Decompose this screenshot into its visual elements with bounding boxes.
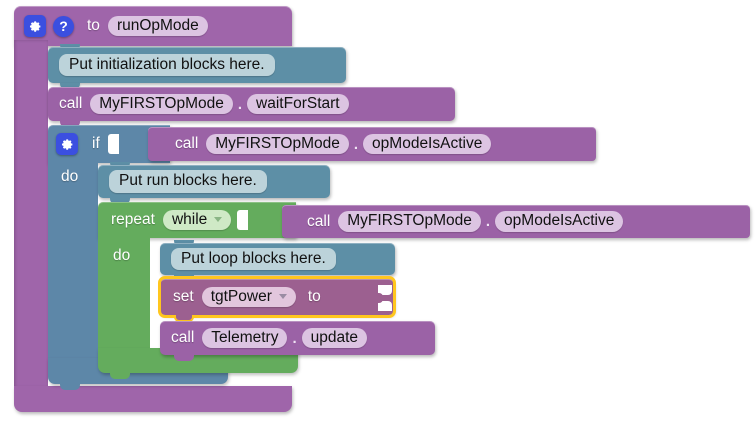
init-comment-bottom-notch <box>60 83 80 89</box>
set-variable-block[interactable]: set tgtPower to <box>160 279 394 315</box>
opmode-object-field[interactable]: MyFIRSTOpMode <box>206 133 349 155</box>
procedure-name-field[interactable]: runOpMode <box>107 15 208 37</box>
call-telemetry-bottom-notch <box>174 355 194 361</box>
procedure-left-spine[interactable] <box>14 40 48 398</box>
loop-comment-text[interactable]: Put loop blocks here. <box>171 247 336 271</box>
call-telemetry-update-block[interactable]: call Telemetry . update <box>160 321 435 355</box>
if-condition-call-block[interactable]: call MyFIRSTOpMode . opModeIsActive <box>148 127 596 161</box>
repeat-mode-value: while <box>171 210 208 228</box>
call-label: call <box>175 135 199 152</box>
call-wait-for-start-block[interactable]: call MyFIRSTOpMode . waitForStart <box>48 87 455 121</box>
call-label: call <box>59 95 83 112</box>
repeat-condition-socket[interactable] <box>237 207 249 233</box>
set-value-socket-tab[interactable] <box>374 293 383 303</box>
if-do-label: do <box>61 168 79 185</box>
member-separator: . <box>237 95 243 113</box>
if-condition-socket[interactable] <box>107 131 119 157</box>
call-label: call <box>307 212 331 230</box>
member-separator: . <box>292 329 297 347</box>
set-label: set <box>173 288 194 305</box>
member-separator: . <box>353 135 359 153</box>
repeat-label: repeat <box>111 211 155 228</box>
loop-comment-block[interactable]: Put loop blocks here. <box>160 243 395 275</box>
wait-for-start-method-field[interactable]: waitForStart <box>247 93 349 115</box>
member-separator: . <box>485 213 491 230</box>
gear-icon[interactable] <box>56 133 78 155</box>
run-comment-bottom-notch <box>110 198 130 204</box>
opmode-is-active-method-field[interactable]: opModeIsActive <box>495 211 624 232</box>
opmode-object-field[interactable]: MyFIRSTOpMode <box>90 93 233 115</box>
set-variable-name: tgtPower <box>210 287 272 305</box>
telemetry-object-field[interactable]: Telemetry <box>202 327 288 349</box>
opmode-is-active-method-field[interactable]: opModeIsActive <box>363 133 492 155</box>
opmode-object-field[interactable]: MyFIRSTOpMode <box>338 211 481 232</box>
set-value-empty-socket-lower[interactable] <box>378 301 392 311</box>
call-wait-bottom-notch <box>60 121 80 127</box>
init-comment-block[interactable]: Put initialization blocks here. <box>48 47 346 83</box>
procedure-bottom-bar[interactable] <box>14 386 292 412</box>
gear-icon[interactable] <box>24 15 46 37</box>
init-comment-text[interactable]: Put initialization blocks here. <box>59 53 275 77</box>
if-header-row[interactable]: if <box>48 125 170 163</box>
if-block-left-spine[interactable] <box>48 155 98 370</box>
repeat-mode-dropdown[interactable]: while <box>162 209 232 231</box>
run-comment-block[interactable]: Put run blocks here. <box>98 165 330 198</box>
help-icon[interactable]: ? <box>53 15 74 37</box>
repeat-block-left-spine[interactable] <box>98 230 150 362</box>
if-block-bottom-notch <box>60 384 80 390</box>
procedure-to-label: to <box>87 17 100 34</box>
repeat-header-row[interactable]: repeat while <box>98 202 296 238</box>
call-label: call <box>171 329 195 346</box>
chevron-down-icon <box>278 294 287 299</box>
chevron-down-icon <box>214 217 223 222</box>
procedure-header-row[interactable]: ? to runOpMode <box>14 6 292 46</box>
set-to-label: to <box>307 288 321 305</box>
set-variable-dropdown[interactable]: tgtPower <box>201 286 296 308</box>
repeat-do-label: do <box>113 247 131 264</box>
if-label: if <box>92 135 100 152</box>
repeat-condition-call-block[interactable]: call MyFIRSTOpMode . opModeIsActive <box>282 205 750 238</box>
update-method-field[interactable]: update <box>301 327 368 349</box>
set-value-empty-socket[interactable] <box>378 285 392 295</box>
repeat-block-bottom-notch <box>110 373 130 379</box>
run-comment-text[interactable]: Put run blocks here. <box>109 170 267 193</box>
